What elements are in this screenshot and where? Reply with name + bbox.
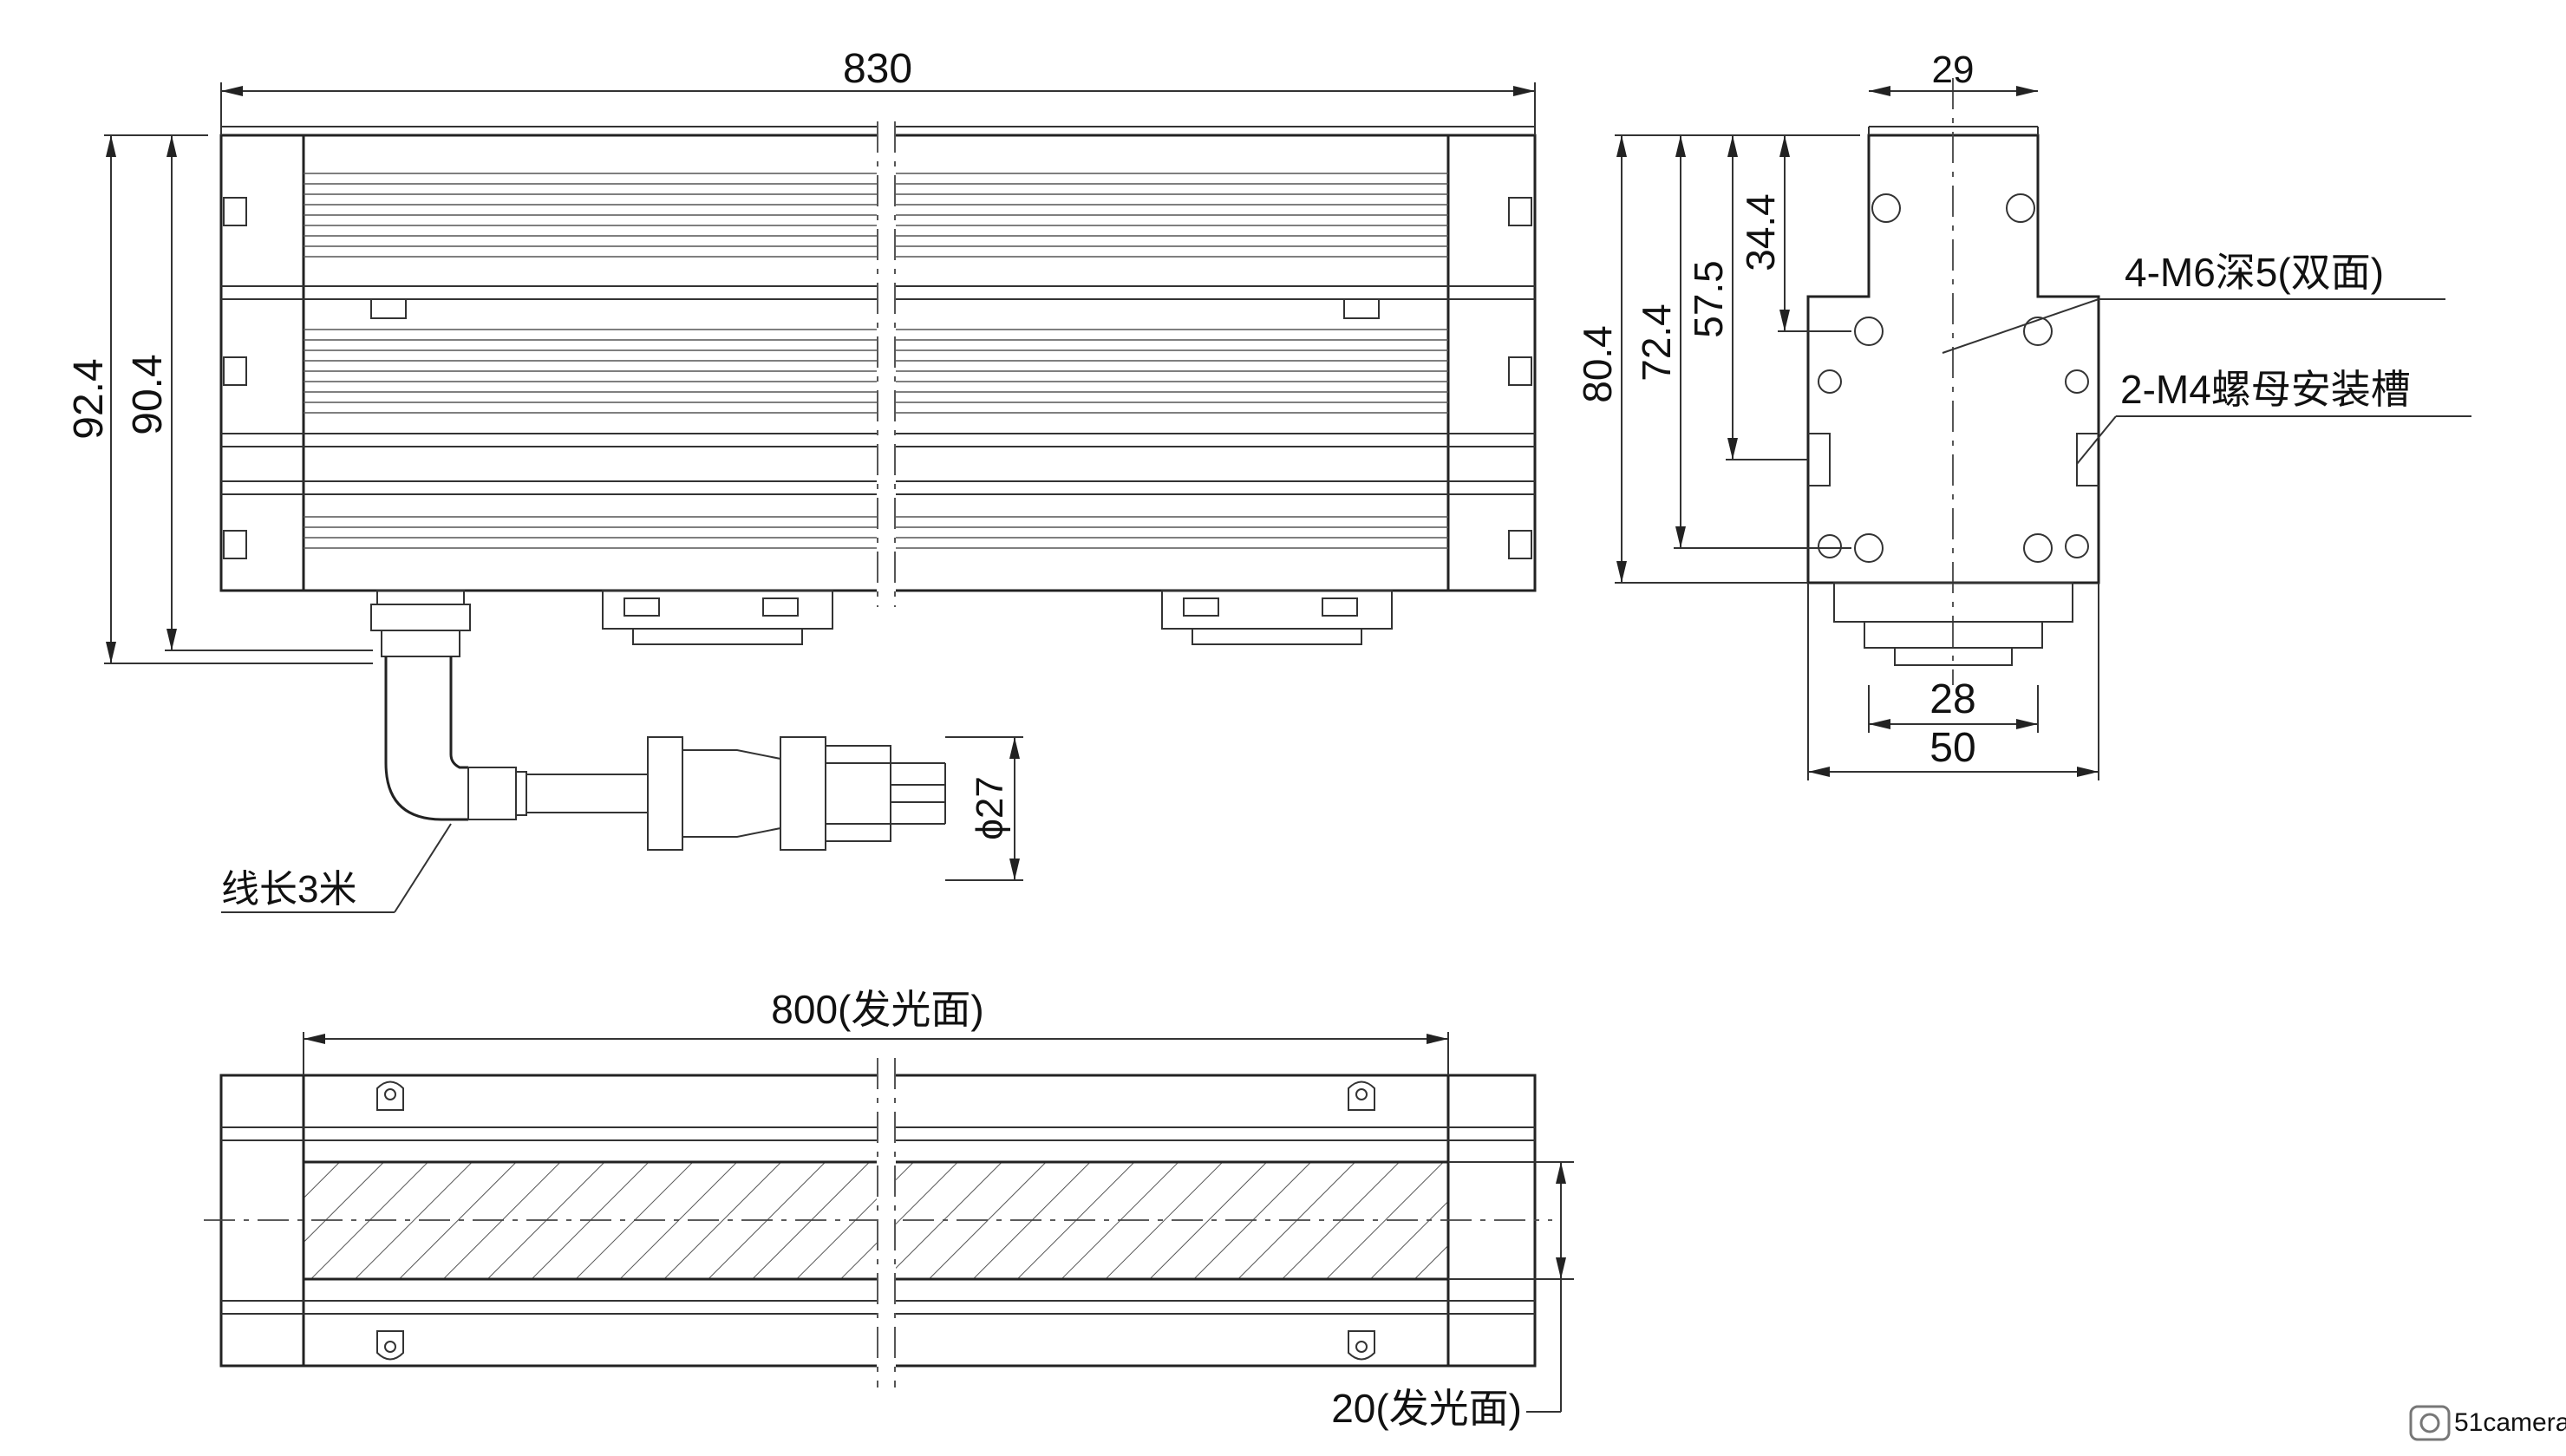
front-view xyxy=(219,121,1537,851)
front-dimensions: 830 92.4 90.4 ϕ27 线长3米 xyxy=(66,46,1536,913)
watermark-logo: 51camera xyxy=(2409,1405,2566,1441)
dim-phi-27: ϕ27 xyxy=(969,776,1011,840)
mounting-bracket-left xyxy=(602,590,833,645)
dim-72-4: 72.4 xyxy=(1634,304,1679,382)
bottom-holes xyxy=(376,1081,1375,1361)
note-m4: 2-M4螺母安装槽 xyxy=(2120,367,2411,412)
side-holes xyxy=(1818,193,2089,563)
dim-90-4: 90.4 xyxy=(125,354,171,434)
dim-20-emitting: 20(发光面) xyxy=(1331,1386,1522,1431)
watermark-brand: 51camera xyxy=(2454,1408,2566,1437)
bottom-view: 800(发光面) 20(发光面) xyxy=(204,987,1574,1431)
dim-800-emitting: 800(发光面) xyxy=(771,987,983,1032)
dim-57-5: 57.5 xyxy=(1686,260,1731,338)
dim-28: 28 xyxy=(1929,676,1975,722)
note-m6: 4-M6深5(双面) xyxy=(2125,250,2384,295)
cable-length-note: 线长3米 xyxy=(221,868,356,911)
dim-92-4: 92.4 xyxy=(66,358,112,439)
dim-80-4: 80.4 xyxy=(1575,325,1620,403)
end-cap-slots xyxy=(223,197,1532,559)
side-view: 29 80.4 72.4 57.5 34.4 28 xyxy=(1575,49,2471,780)
heatsink-fins xyxy=(304,173,1448,549)
mounting-bracket-right xyxy=(1161,590,1393,645)
dim-830: 830 xyxy=(843,46,912,92)
cable-assembly xyxy=(370,590,946,851)
dim-34-4: 34.4 xyxy=(1738,193,1783,271)
dim-29: 29 xyxy=(1932,49,1975,91)
dim-50: 50 xyxy=(1929,725,1975,771)
